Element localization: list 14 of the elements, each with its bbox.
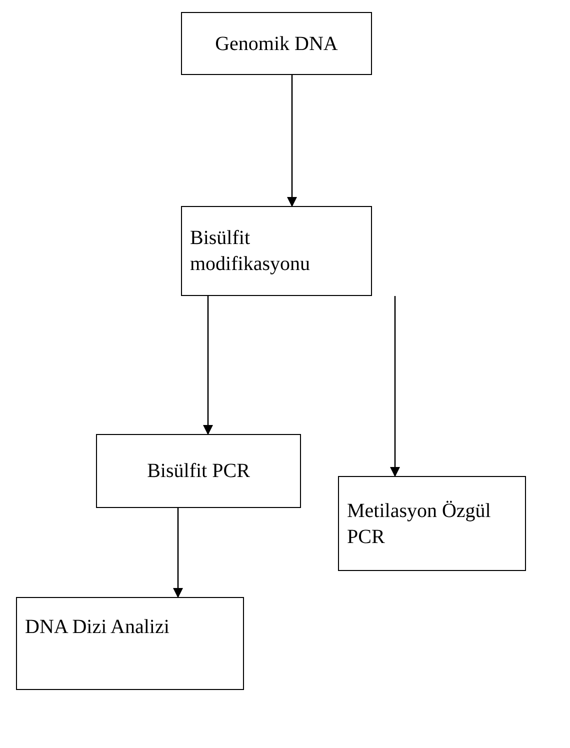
arrow (287, 75, 297, 207)
process-box (181, 206, 372, 296)
box-label: Bisülfit modifikasyonu (190, 226, 311, 277)
arrow (173, 508, 183, 598)
box-label: Bisülfit PCR (147, 459, 250, 484)
arrow (203, 296, 213, 435)
arrow (390, 296, 400, 477)
process-box (96, 434, 301, 508)
box-label: Metilasyon Özgül PCR (347, 498, 492, 550)
process-box (181, 12, 372, 75)
process-box (16, 597, 244, 690)
box-label: Genomik DNA (215, 32, 338, 56)
process-box (338, 476, 526, 571)
box-label: DNA Dizi Analizi (25, 615, 170, 640)
